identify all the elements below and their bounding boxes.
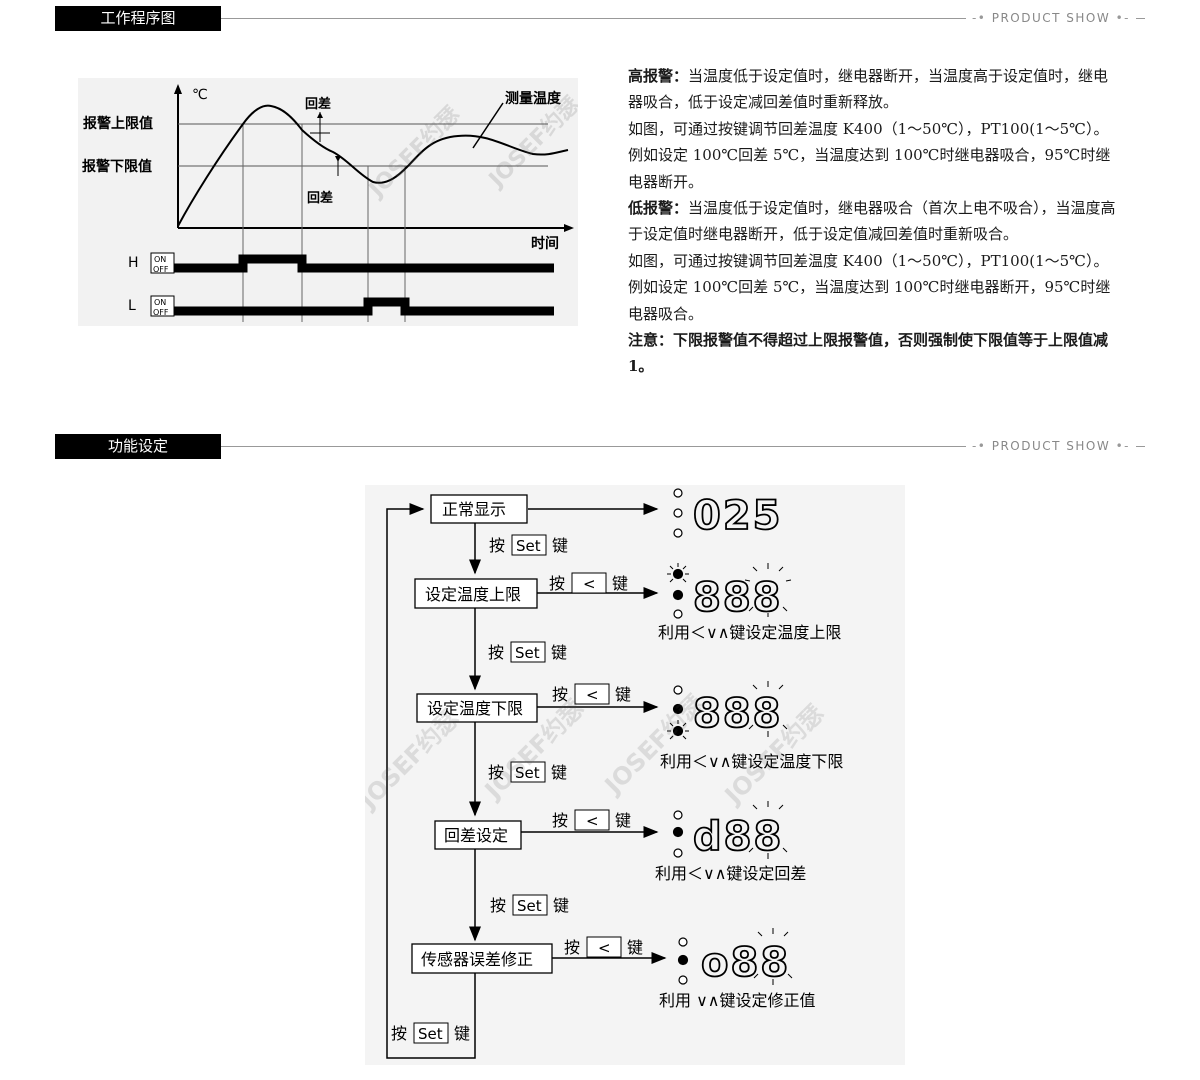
press-set-key-5: 按 Set 键 <box>391 1022 470 1044</box>
blink-rays-icon <box>744 563 793 985</box>
press-left-key-2: 按 < 键 <box>552 683 631 705</box>
caption-hysteresis: 利用＜∨∧键设定回差 <box>655 864 806 883</box>
low-alarm-body: 当温度低于设定值时，继电器吸合（首次上电不吸合），当温度高于设定值时继电器断开，… <box>628 199 1116 244</box>
svg-text:按: 按 <box>549 574 565 593</box>
display-lower: 888 <box>693 691 783 737</box>
step-box-lower-limit <box>416 693 538 723</box>
svg-text:键: 键 <box>454 1024 470 1043</box>
svg-text:OFF: OFF <box>153 308 169 317</box>
press-set-key-2: 按 Set 键 <box>488 641 567 663</box>
svg-text:按: 按 <box>490 896 506 915</box>
press-left-key-3: 按 < 键 <box>552 809 631 831</box>
measured-temperature-curve <box>177 104 569 227</box>
description-text: 高报警：当温度低于设定值时，继电器断开，当温度高于设定值时，继电器吸合，低于设定… <box>628 63 1118 380</box>
display-correction: o88 <box>701 940 790 986</box>
svg-text:按: 按 <box>489 536 505 555</box>
high-alarm-example: 如图，可通过按键调节回差温度 K400（1～50℃），PT100(1～5℃）。例… <box>628 119 1111 191</box>
svg-text:键: 键 <box>612 574 628 593</box>
high-alarm-body: 当温度低于设定值时，继电器断开，当温度高于设定值时，继电器吸合，低于设定减回差值… <box>628 67 1109 112</box>
section-tag: -• PRODUCT SHOW •- <box>965 439 1136 453</box>
hysteresis-label-bottom: 回差 <box>307 190 333 206</box>
caption-lower: 利用＜∨∧键设定温度下限 <box>660 752 843 771</box>
lower-limit-label: 报警下限值 <box>82 158 152 175</box>
svg-text:按: 按 <box>488 643 504 662</box>
note-text: 注意：下限报警值不得超过上限报警值，否则强制使下限值等于上限值减 1。 <box>628 331 1109 376</box>
svg-text:键: 键 <box>627 938 643 957</box>
measured-temp-label: 测量温度 <box>505 90 562 107</box>
svg-text:按: 按 <box>552 685 568 704</box>
high-alarm-title: 高报警： <box>628 67 689 85</box>
step-box-hysteresis <box>434 820 522 850</box>
svg-text:ON: ON <box>154 255 166 264</box>
svg-text:正常显示: 正常显示 <box>442 500 506 519</box>
hysteresis-label-top: 回差 <box>305 96 331 112</box>
press-set-key-1: 按 Set 键 <box>489 534 568 556</box>
upper-limit-label: 报警上限值 <box>83 115 153 132</box>
svg-text:按: 按 <box>552 811 568 830</box>
section-tag: -• PRODUCT SHOW •- <box>965 11 1136 25</box>
svg-text:键: 键 <box>551 763 567 782</box>
caption-correction: 利用 ∨∧键设定修正值 <box>659 991 816 1010</box>
svg-text:设定温度下限: 设定温度下限 <box>427 699 523 718</box>
time-label: 时间 <box>531 235 559 252</box>
svg-text:键: 键 <box>552 536 568 555</box>
svg-text:<: < <box>598 939 611 957</box>
function-setting-flowchart: 正常显示 设定温度上限 设定温度下限 回差设定 传感器误差修正 按 Set 键 … <box>365 485 905 1065</box>
svg-text:设定温度上限: 设定温度上限 <box>425 585 521 604</box>
section-divider <box>221 18 1145 19</box>
press-left-key-4: 按 < 键 <box>564 936 643 958</box>
svg-text:Set: Set <box>515 764 540 782</box>
svg-text:Set: Set <box>517 897 542 915</box>
h-label: H <box>128 255 139 271</box>
section-title-settings: 功能设定 <box>55 434 221 459</box>
display-hysteresis: d88 <box>693 814 783 860</box>
h-relay-signal <box>174 254 554 273</box>
svg-text:按: 按 <box>564 938 580 957</box>
svg-text:键: 键 <box>615 811 631 830</box>
svg-text:Set: Set <box>418 1025 443 1043</box>
timing-chart: ℃ 报警上限值 报警下限值 测量温度 回差 回差 时间 H ON OFF L O… <box>78 78 578 326</box>
section-title-program: 工作程序图 <box>55 6 221 31</box>
svg-text:传感器误差修正: 传感器误差修正 <box>421 950 533 969</box>
svg-text:按: 按 <box>488 763 504 782</box>
svg-text:<: < <box>583 575 596 593</box>
svg-text:Set: Set <box>515 644 540 662</box>
l-label: L <box>128 298 136 314</box>
svg-text:Set: Set <box>516 537 541 555</box>
svg-text:OFF: OFF <box>153 265 169 274</box>
svg-text:回差设定: 回差设定 <box>444 826 508 845</box>
display-normal: 025 <box>693 493 783 539</box>
svg-text:ON: ON <box>154 298 166 307</box>
step-box-sensor-correction <box>411 943 553 974</box>
svg-text:键: 键 <box>551 643 567 662</box>
unit-label: ℃ <box>192 87 208 103</box>
step-box-upper-limit <box>414 578 538 609</box>
svg-text:键: 键 <box>615 685 631 704</box>
svg-text:键: 键 <box>553 896 569 915</box>
svg-text:<: < <box>586 686 599 704</box>
svg-text:<: < <box>586 812 599 830</box>
low-alarm-example: 如图，可通过按键调节回差温度 K400（1～50℃），PT100(1～5℃）。例… <box>628 251 1111 323</box>
caption-upper: 利用＜∨∧键设定温度上限 <box>658 623 841 642</box>
svg-text:按: 按 <box>391 1024 407 1043</box>
press-set-key-4: 按 Set 键 <box>490 894 569 916</box>
low-alarm-title: 低报警： <box>628 199 689 218</box>
display-upper: 888 <box>693 575 783 621</box>
step-box-normal <box>430 494 528 524</box>
press-left-key-1: 按 < 键 <box>549 572 628 594</box>
l-relay-signal <box>174 297 554 316</box>
section-divider <box>221 446 1145 447</box>
press-set-key-3: 按 Set 键 <box>488 761 567 783</box>
flash-rays-icon <box>667 563 689 740</box>
